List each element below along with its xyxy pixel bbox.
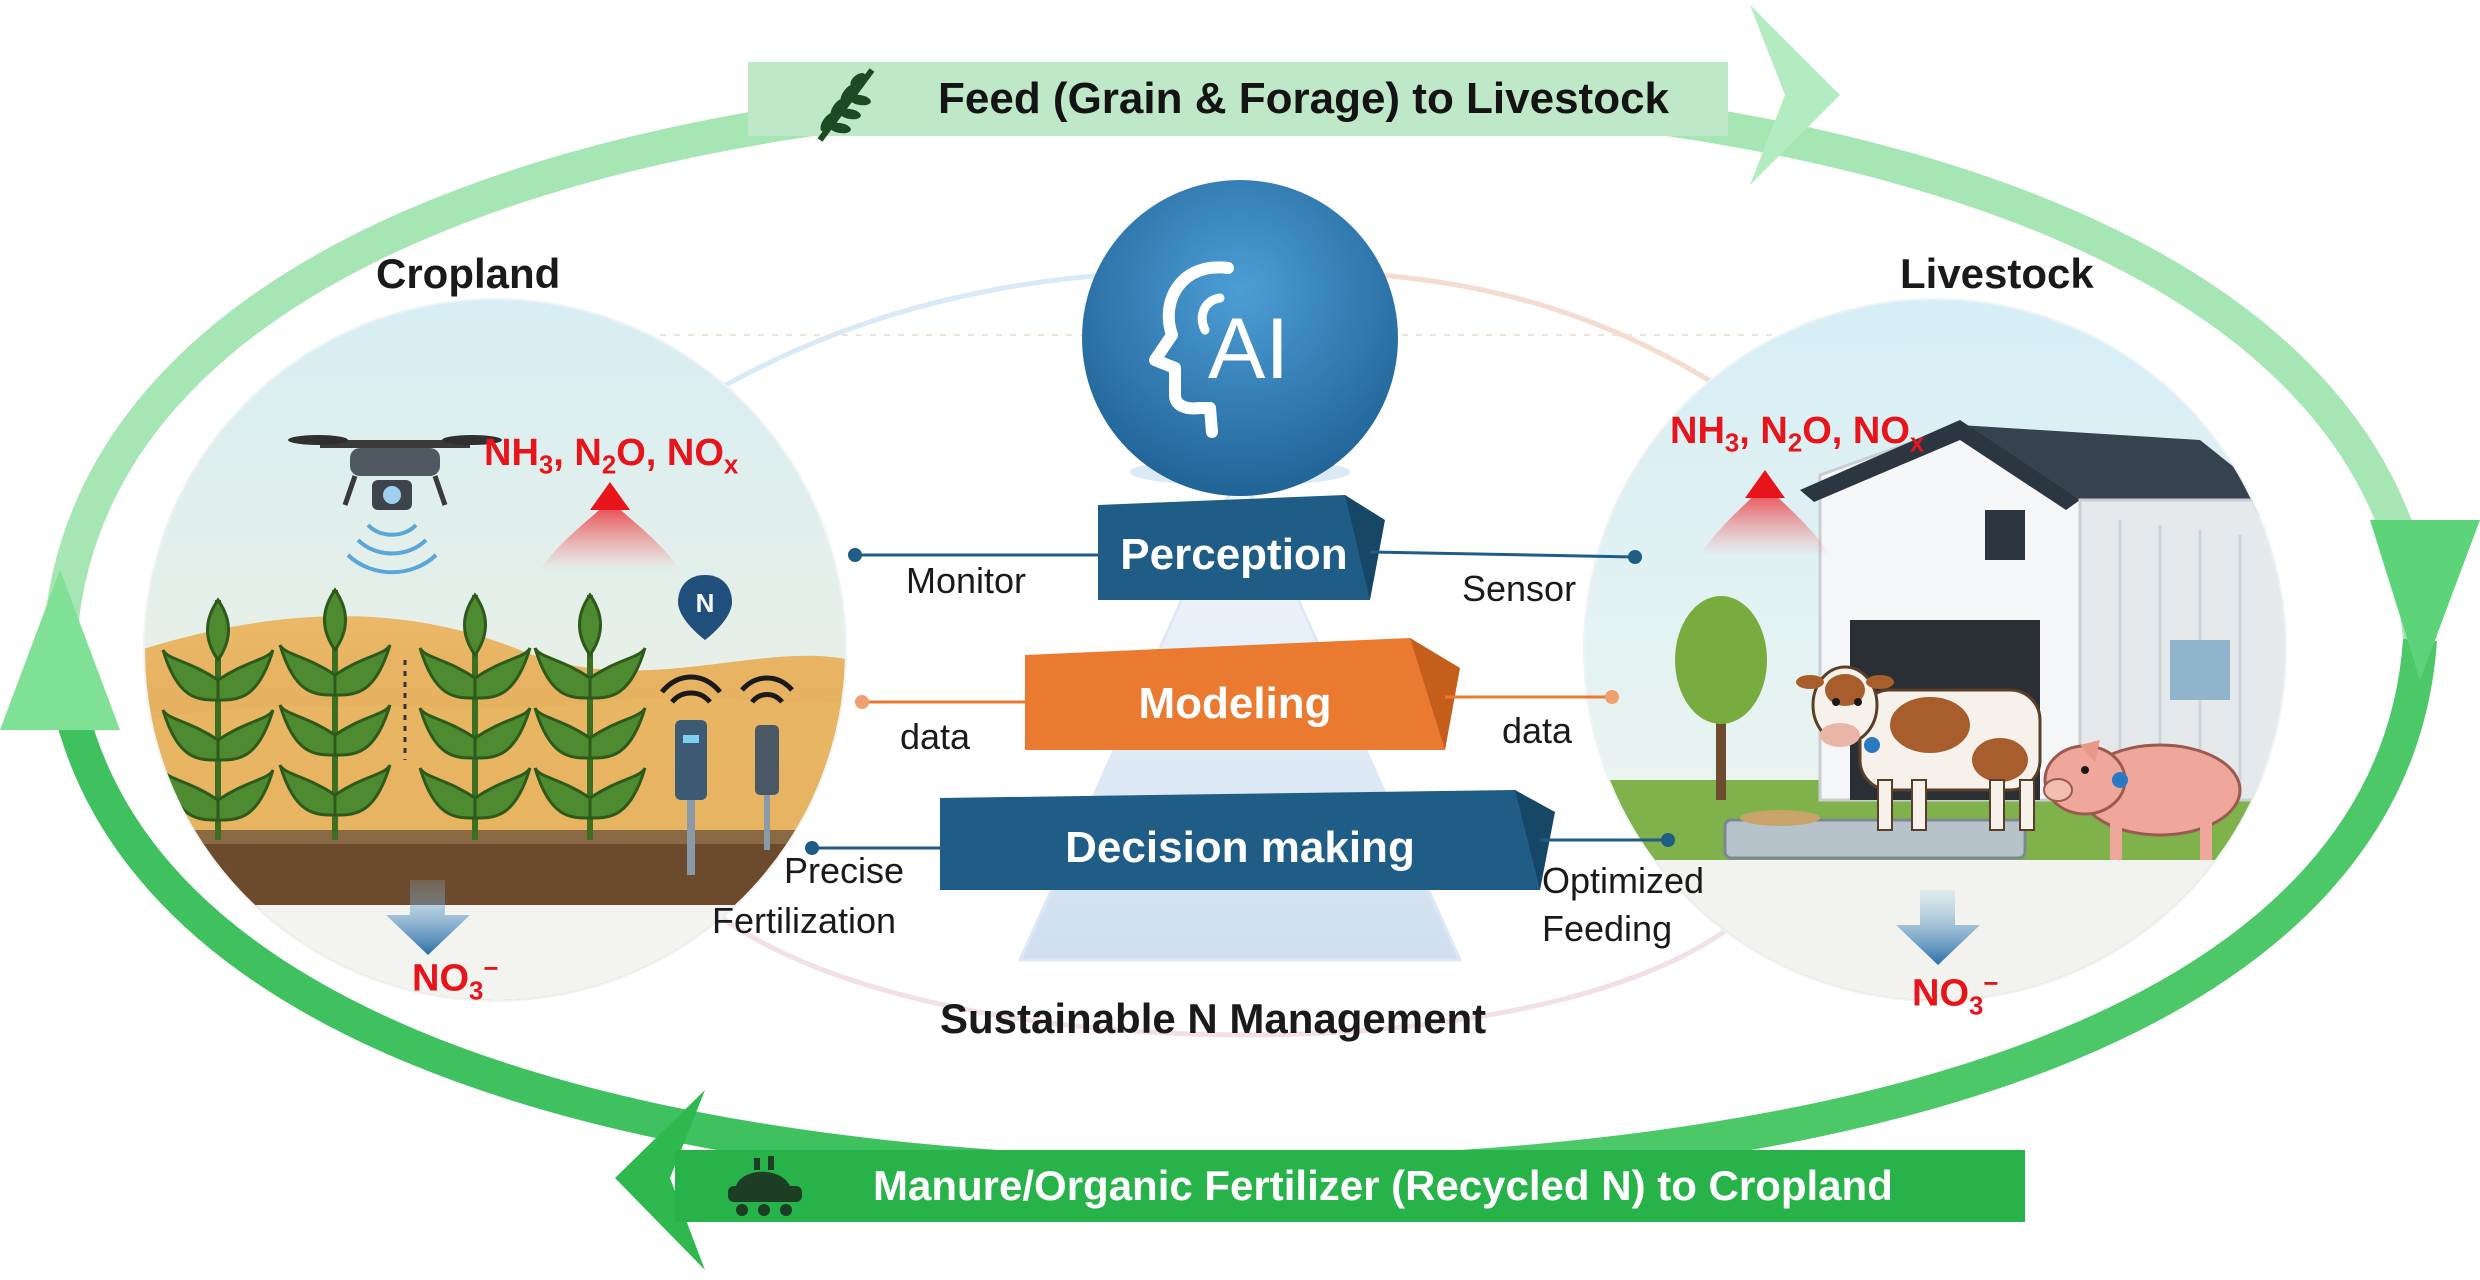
cropland-leaching-arrow bbox=[386, 880, 470, 955]
bottom-banner-label: Manure/Organic Fertilizer (Recycled N) t… bbox=[873, 1162, 1893, 1209]
sensor-label: Sensor bbox=[1462, 568, 1577, 609]
livestock-scene bbox=[1583, 298, 2287, 1002]
modeling-tier: Modeling bbox=[1138, 679, 1332, 728]
cropland-leaching-label: NO3− bbox=[412, 955, 499, 1006]
sustainable-n-management-title: Sustainable N Management bbox=[940, 995, 1487, 1042]
livestock-emissions-label: NH3, N2O, NOx bbox=[1670, 410, 1925, 458]
manure-spreader-icon bbox=[728, 1156, 802, 1216]
drone-signal-icon bbox=[346, 523, 438, 575]
data-left-label: data bbox=[900, 716, 971, 757]
wheat-icon bbox=[817, 68, 875, 142]
nitrogen-pin-icon: N bbox=[678, 575, 732, 640]
fertilization-label: Fertilization bbox=[712, 900, 897, 941]
livestock-leaching-label: NO3− bbox=[1912, 970, 1999, 1021]
ai-circle bbox=[1082, 180, 1398, 496]
drone-icon bbox=[288, 435, 502, 510]
ai-head-icon bbox=[1149, 261, 1234, 438]
monitor-label: Monitor bbox=[906, 560, 1027, 601]
top-banner-bg bbox=[748, 62, 1728, 136]
tree-icon bbox=[1675, 596, 1767, 800]
cow-icon bbox=[1796, 665, 2042, 831]
bottom-banner-bg bbox=[675, 1150, 2025, 1222]
decision-making-tier: Decision making bbox=[1065, 822, 1415, 872]
connector-lines bbox=[805, 548, 1675, 855]
bottom-banner: Manure/Organic Fertilizer (Recycled N) t… bbox=[873, 1152, 1893, 1220]
livestock-emission-plume bbox=[1700, 485, 1830, 555]
arrowhead-left bbox=[0, 570, 120, 730]
top-banner-label: Feed (Grain & Forage) to Livestock bbox=[938, 74, 1670, 123]
ai-pyramid bbox=[940, 180, 1555, 962]
cropland-title: Cropland bbox=[376, 250, 561, 297]
arrowhead-top bbox=[1750, 5, 1840, 185]
soil-sensor-icon bbox=[675, 720, 779, 875]
wireless-signal-icon bbox=[660, 674, 794, 704]
cropland-emission-plume bbox=[540, 500, 680, 570]
perception-tier: Perception bbox=[1120, 530, 1348, 579]
ai-label: AI bbox=[1208, 301, 1290, 397]
nitrogen-pin-label: N bbox=[696, 588, 715, 618]
crop-plants bbox=[161, 587, 647, 840]
arrowhead-right bbox=[2370, 520, 2480, 680]
livestock-emission-arrow bbox=[1745, 470, 1785, 498]
precise-label: Precise bbox=[784, 850, 905, 891]
feed-trough-icon bbox=[1723, 818, 2027, 860]
optimized-label: Optimized bbox=[1542, 860, 1705, 901]
livestock-title: Livestock bbox=[1900, 250, 2094, 297]
cropland-scene: N bbox=[143, 298, 847, 1002]
pig-icon bbox=[2043, 740, 2242, 860]
feeding-label: Feeding bbox=[1542, 908, 1673, 949]
cropland-emissions-label: NH3, N2O, NOx bbox=[484, 432, 739, 480]
cropland-emission-arrow bbox=[590, 482, 630, 510]
arrowhead-bottom bbox=[615, 1090, 705, 1270]
top-banner: Feed (Grain & Forage) to Livestock bbox=[938, 67, 1669, 131]
data-right-label: data bbox=[1502, 710, 1573, 751]
livestock-leaching-arrow bbox=[1896, 890, 1980, 965]
